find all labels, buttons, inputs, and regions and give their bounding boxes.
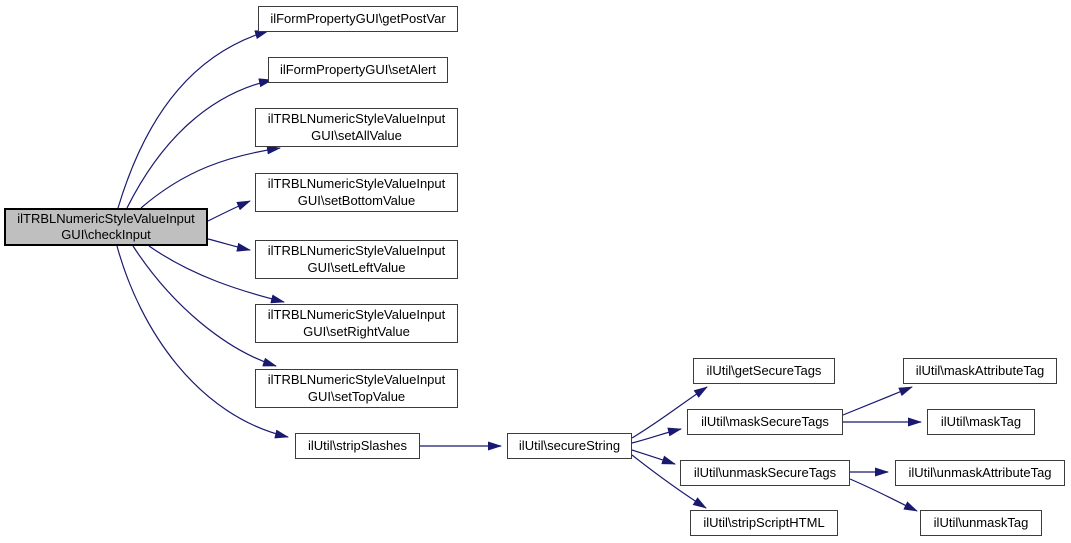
node-label-line: GUI\setAllValue [311,127,402,143]
node-label-line: ilUtil\secureString [518,437,621,453]
node-stripslashes[interactable]: ilUtil\stripSlashes [295,433,420,459]
node-label-line: ilUtil\maskTag [940,413,1022,429]
node-setrightvalue[interactable]: ilTRBLNumericStyleValueInput GUI\setRigh… [255,304,458,343]
node-setallvalue[interactable]: ilTRBLNumericStyleValueInput GUI\setAllV… [255,108,458,147]
node-label-line: GUI\setTopValue [307,388,406,404]
node-masktag[interactable]: ilUtil\maskTag [927,409,1035,435]
node-checkinput: ilTRBLNumericStyleValueInput GUI\checkIn… [4,208,208,246]
edge-securestring-masksecuretags [631,427,682,444]
node-label-line: ilTRBLNumericStyleValueInput [267,243,446,259]
node-securestring[interactable]: ilUtil\secureString [507,433,632,459]
node-label-line: ilFormPropertyGUI\getPostVar [270,10,446,26]
node-getpostvar[interactable]: ilFormPropertyGUI\getPostVar [258,6,458,32]
edge-checkinput-getpostvar [117,30,269,209]
edge-checkinput-setbottomvalue [207,200,251,222]
node-unmasksecuretags[interactable]: ilUtil\unmaskSecureTags [680,460,850,486]
node-getsecuretags[interactable]: ilUtil\getSecureTags [693,358,835,384]
node-label-line: ilFormPropertyGUI\setAlert [279,61,437,77]
node-settopvalue[interactable]: ilTRBLNumericStyleValueInput GUI\setTopV… [255,369,458,408]
node-label-line: ilUtil\getSecureTags [706,362,822,378]
node-setalert[interactable]: ilFormPropertyGUI\setAlert [268,57,448,83]
node-label-line: ilTRBLNumericStyleValueInput [267,307,446,323]
node-label-line: ilTRBLNumericStyleValueInput [17,210,195,226]
node-stripscripthtml[interactable]: ilUtil\stripScriptHTML [690,510,838,536]
node-label-line: ilUtil\unmaskSecureTags [693,464,837,480]
node-label-line: ilUtil\stripSlashes [308,437,407,453]
edge-securestring-unmasksecuretags [631,449,676,465]
node-label-line: ilTRBLNumericStyleValueInput [267,176,446,192]
edge-checkinput-setalert [126,78,273,209]
node-label-line: ilUtil\maskAttributeTag [915,362,1045,378]
node-label-line: ilUtil\unmaskTag [933,514,1029,530]
node-label-line: GUI\setRightValue [303,323,410,339]
node-label-line: GUI\checkInput [61,227,151,242]
node-label-line: ilUtil\maskSecureTags [701,413,829,429]
node-label-line: ilTRBLNumericStyleValueInput [267,111,446,127]
node-masksecuretags[interactable]: ilUtil\maskSecureTags [687,409,843,435]
node-label-line: ilUtil\stripScriptHTML [703,514,825,530]
edge-masksecuretags-maskattributetag [842,386,913,416]
edge-checkinput-setleftvalue [207,238,251,252]
node-label-line: ilUtil\unmaskAttributeTag [908,464,1052,480]
node-unmasktag[interactable]: ilUtil\unmaskTag [920,510,1042,536]
node-label-line: ilTRBLNumericStyleValueInput [267,372,446,388]
node-maskattributetag[interactable]: ilUtil\maskAttributeTag [903,358,1057,384]
node-setbottomvalue[interactable]: ilTRBLNumericStyleValueInput GUI\setBott… [255,173,458,212]
node-setleftvalue[interactable]: ilTRBLNumericStyleValueInput GUI\setLeft… [255,240,458,279]
node-label-line: GUI\setLeftValue [307,259,406,275]
node-label-line: GUI\setBottomValue [297,192,416,208]
node-unmaskattributetag[interactable]: ilUtil\unmaskAttributeTag [895,460,1065,486]
